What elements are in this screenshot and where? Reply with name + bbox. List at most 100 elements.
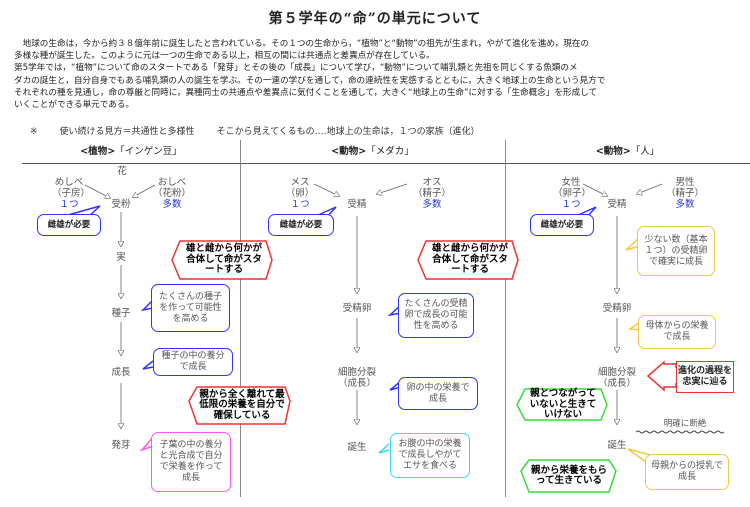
node-name: めしべ [54,177,84,188]
node-count: 多数 [675,199,695,210]
node-sub: （成長） [597,378,636,389]
callout-arrow [646,360,677,392]
note-view: 使い続ける見方＝共通性と多様性 [59,127,195,137]
node-name: 男性 [675,177,695,188]
callout-shape [188,386,291,425]
callout-evolution-process: 進化の過程を忠実に辿る [676,361,734,393]
node-stage: 種子 [111,308,131,319]
node-flower: 花 [117,166,127,177]
arrow-male-to-pollination [133,184,156,197]
bubble-tail [627,448,651,463]
bubble-seed-nutrients: 種子の中の養分で成長 [153,348,233,376]
viewpoint-note: ※ 使い続ける見方＝共通性と多様性 そこから見えてくるもの‥‥地球上の生命は，１つの… [30,124,502,137]
bubble-many-eggs: たくさんの受精卵で成長の可能性を高める [398,293,474,338]
node-stage: 誕生 [607,440,627,451]
bubble-tail [139,436,154,452]
arrow-female-to-fertilization [313,183,339,196]
column-header-plant: <植物>「インゲン豆」 [22,143,240,157]
bubble-photosynthesis: 子葉の中の養分と光合成で自分で栄養を作って成長 [151,432,231,492]
bubble-maternal-nutrients: 母体からの栄養で成長 [638,315,716,349]
node-stage: 受精卵 [602,303,632,314]
node-sub: （精子） [412,188,451,199]
column-subject: 「人」 [630,146,660,157]
intro-line: 地球の生命は，今から約３８億年前に誕生したと言われている。その１つの生命から，“… [14,39,590,49]
callout-shape [171,240,273,280]
note-mark: ※ [30,127,38,137]
node-stage: 細胞分裂 （成長） [592,367,642,389]
node-name: メス [290,177,310,188]
node-stage: 成長 [111,367,131,378]
column-divider [240,140,241,497]
node-male: オス （精子） 多数 [412,177,452,210]
column-category: <動物> [331,146,367,157]
callout-life-starts: 雄と雌から何かが合体して命がスタートする [185,243,262,276]
column-category: <植物> [80,146,116,157]
intro-line: 第5学年では，“植物”について命のスタートである「発芽」とその後の「成長」につい… [14,63,578,74]
callout-life-starts: 雄と雌から何かが合体して命がスタートする [431,243,508,276]
bubble-tail [625,236,641,251]
node-male: 男性 （精子） 多数 [665,177,705,210]
node-count: 多数 [162,199,182,210]
node-name: 細胞分裂 [597,367,636,378]
column-subject: 「メダカ」 [366,146,414,157]
header-divider [22,163,750,164]
break-wavy-line [635,430,725,434]
column-category: <動物> [595,146,631,157]
bubble-tail [627,321,641,331]
node-name: オス [422,177,442,188]
node-stage: 受粉 [111,199,131,210]
arrow-female-to-fertilization [582,183,607,196]
node-count: １つ [59,199,79,210]
callout-independent: 親から全く離れて最低限の栄養を自分で確保している [199,388,285,421]
bubble-tail [140,299,154,312]
node-sub: （精子） [665,188,704,199]
bubble-belly-nutrients: お腹の中の栄養で成長しやがてエサを食べる [390,433,470,478]
intro-text: 地球の生命は，今から約３８億年前に誕生したと言われている。その１つの生命から，“… [14,38,736,111]
node-stage: 受精 [607,199,627,210]
node-sub: （卵子） [553,188,592,199]
node-count: １つ [290,199,310,210]
node-stage: 実 [116,252,126,263]
bubble-tail [142,360,154,370]
break-label: 明確に断絶 [663,419,707,429]
arrow-male-to-fertilization [377,183,408,194]
bubble-need-both-sexes: 雌雄が必要 [530,214,594,236]
bubble-breastfeeding: 母親からの授乳で成長 [645,454,729,490]
arrow-female-to-pollination [84,184,110,198]
bubble-need-both-sexes: 雌雄が必要 [37,214,101,236]
node-female: めしべ （子房） １つ [52,177,91,210]
node-name: おしべ [157,177,187,188]
node-male: おしべ （花粉） 多数 [152,177,192,210]
intro-line: ダカの誕生と，自分自身でもある哺乳類の人の誕生を学ぶ。その一連の学びを通して，命… [14,75,606,86]
page-title: 第５学年の“命”の単元について [268,11,482,27]
column-divider [505,140,506,497]
node-stage: 誕生 [347,442,367,453]
bubble-tail [378,443,390,454]
note-insight: そこから見えてくるもの‥‥地球上の生命は，１つの家族（進化） [216,127,480,137]
intro-line: それぞれの種を見通し，命の尊厳と同時に，異種同士の共通点や差異点に気付くことを通… [14,87,598,98]
column-header-human: <動物>「人」 [505,143,750,157]
callout-connected-to-parent: 親とつながっていないと生きていけない [529,388,597,421]
bubble-few-eggs: 少ない数（基本１つ）の受精卵で確実に成長 [637,226,715,276]
node-count: １つ [561,199,581,210]
callout-shape [417,240,519,280]
node-female: メス （卵） １つ [285,177,315,210]
node-stage: 細胞分裂 （成長） [332,367,382,389]
callout-nourished-by-parent: 親から栄養をもらって生きている [530,464,607,486]
arrow-male-to-fertilization [637,183,663,194]
node-stage: 発芽 [111,440,131,451]
callout-shape [516,388,608,421]
callout-shape [520,459,617,493]
node-count: 多数 [422,199,442,210]
node-stage: 受精卵 [342,303,372,314]
node-sub: （子房） [52,188,91,199]
node-female: 女性 （卵子） １つ [553,177,592,210]
node-name: 女性 [561,177,581,188]
column-subject: 「インゲン豆」 [115,146,182,157]
intro-line: いくことができる単元である。 [14,100,135,111]
column-header-medaka: <動物>「メダカ」 [240,143,505,157]
node-sub: （卵） [285,188,315,199]
node-sub: （成長） [337,378,376,389]
bubble-need-both-sexes: 雌雄が必要 [268,214,334,236]
